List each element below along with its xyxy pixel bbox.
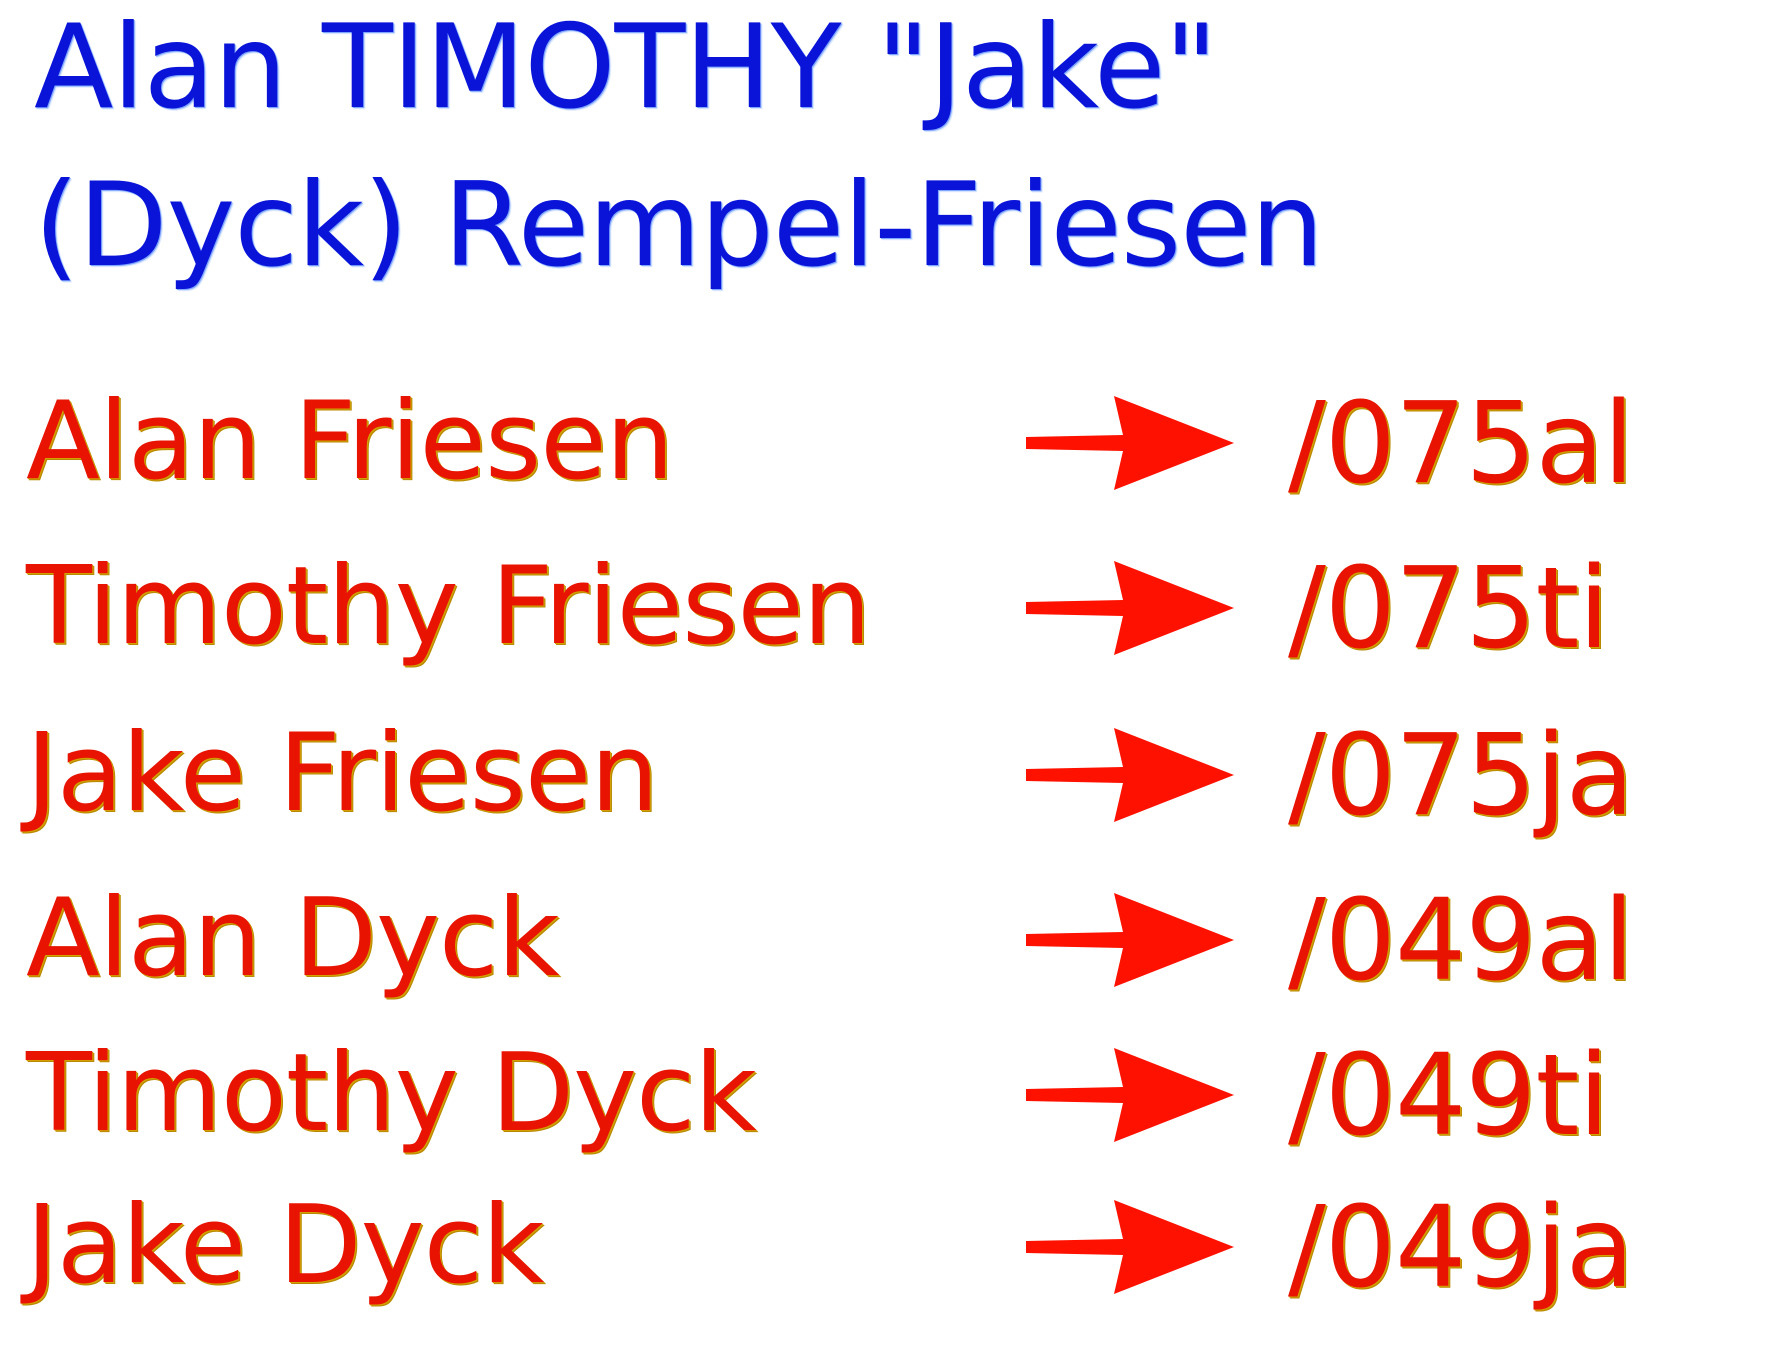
right-arrow-icon bbox=[1026, 1048, 1234, 1142]
person-name: Alan Dyck bbox=[26, 876, 560, 1001]
right-arrow-icon bbox=[1026, 561, 1234, 655]
code-value: /049al bbox=[1288, 876, 1634, 1006]
mapping-row-jake-dyck: Jake Dyck /049ja bbox=[0, 1192, 1791, 1342]
right-arrow-icon bbox=[1026, 1200, 1234, 1294]
mapping-row-alan-dyck: Alan Dyck /049al bbox=[0, 885, 1791, 1035]
code-value: /049ti bbox=[1288, 1031, 1610, 1161]
code-value: /075ti bbox=[1288, 544, 1610, 674]
mapping-row-timothy-dyck: Timothy Dyck /049ti bbox=[0, 1040, 1791, 1190]
right-arrow-icon bbox=[1026, 396, 1234, 490]
person-name: Alan Friesen bbox=[26, 379, 674, 504]
mapping-row-alan-friesen: Alan Friesen /075al bbox=[0, 388, 1791, 538]
mapping-row-timothy-friesen: Timothy Friesen /075ti bbox=[0, 553, 1791, 703]
title-line-1: Alan TIMOTHY "Jake" bbox=[34, 0, 1218, 135]
right-arrow-icon bbox=[1026, 728, 1234, 822]
person-name: Jake Friesen bbox=[26, 711, 659, 836]
code-value: /075al bbox=[1288, 379, 1634, 509]
right-arrow-icon bbox=[1026, 893, 1234, 987]
person-name: Timothy Friesen bbox=[26, 544, 871, 669]
person-name: Timothy Dyck bbox=[26, 1031, 757, 1156]
title-line-2: (Dyck) Rempel-Friesen bbox=[34, 158, 1324, 293]
code-value: /049ja bbox=[1288, 1183, 1634, 1313]
person-name: Jake Dyck bbox=[26, 1183, 544, 1308]
code-value: /075ja bbox=[1288, 711, 1634, 841]
mapping-row-jake-friesen: Jake Friesen /075ja bbox=[0, 720, 1791, 870]
